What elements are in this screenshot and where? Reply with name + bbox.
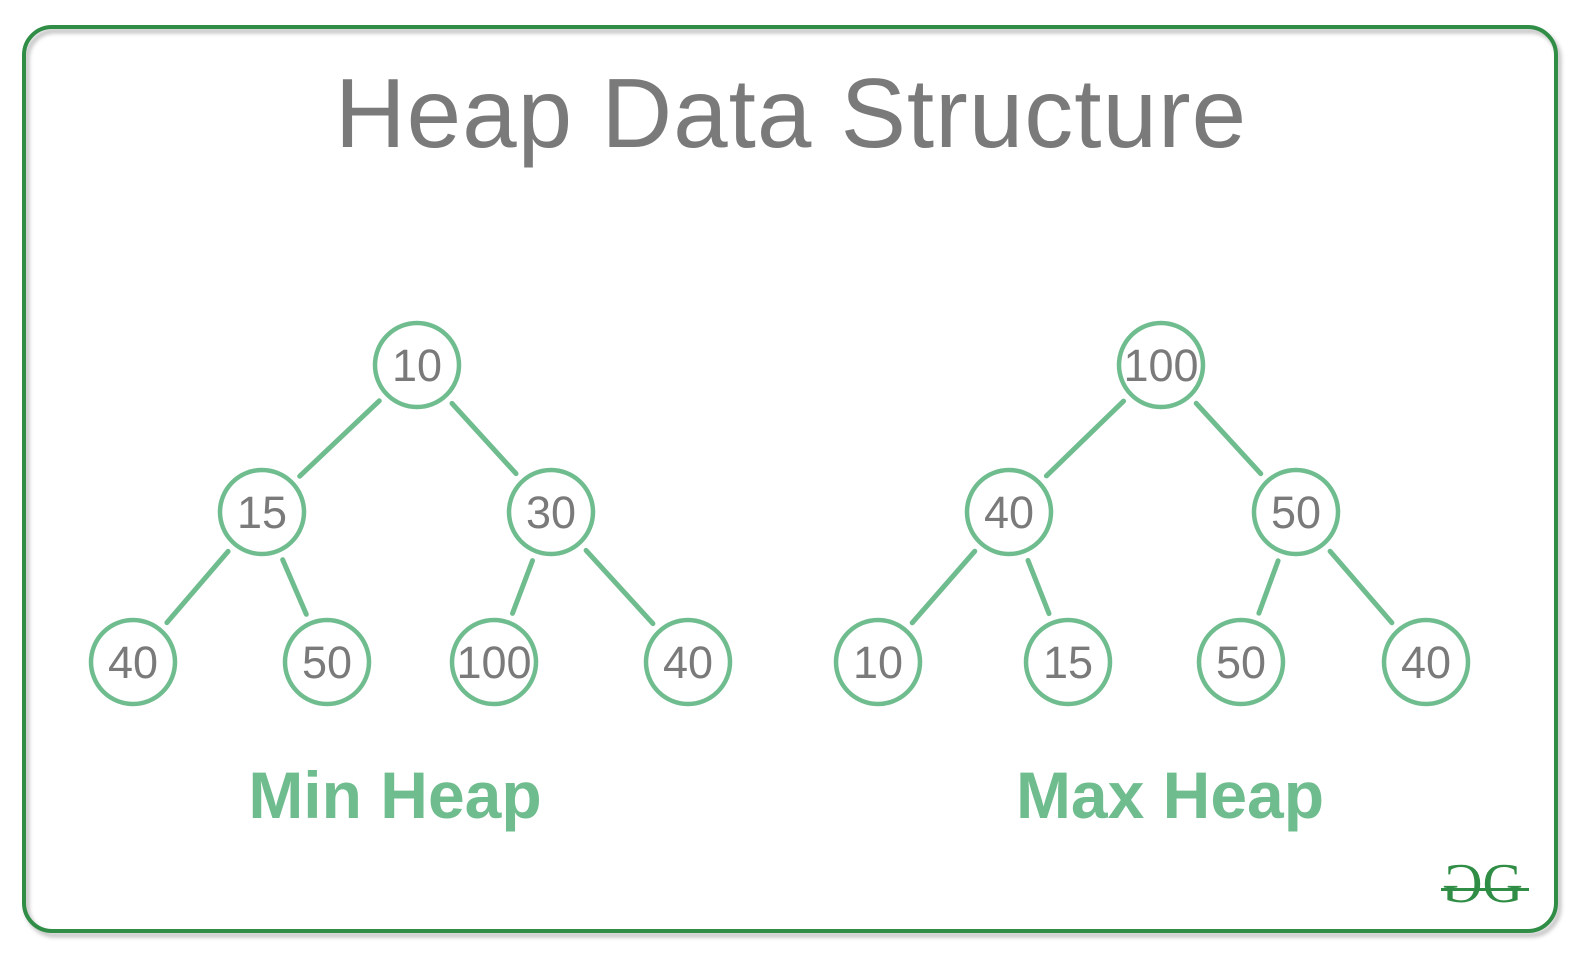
logo-g-letter: G	[1482, 853, 1522, 915]
min-heap: 10 15 30 40 50 100 40	[88, 320, 733, 707]
heap-node-value: 40	[663, 637, 713, 688]
min-heap-node	[449, 617, 539, 707]
logo-strikethrough-line	[1441, 888, 1529, 891]
heap-node-value: 15	[1043, 637, 1093, 688]
tree-edge	[1327, 548, 1395, 626]
heap-node-value: 100	[456, 637, 531, 688]
heap-node-value: 15	[237, 487, 287, 538]
card-border	[22, 25, 1558, 933]
max-heap-node	[964, 467, 1054, 557]
tree-edge	[1256, 558, 1281, 616]
heap-node-value: 40	[1401, 637, 1451, 688]
max-heap-node	[1381, 617, 1471, 707]
min-heap-node	[282, 617, 372, 707]
heap-node-value: 50	[1216, 637, 1266, 688]
max-heap-node	[1116, 320, 1206, 410]
heap-node-value: 40	[984, 487, 1034, 538]
min-heap-node	[217, 467, 307, 557]
min-heap-node	[372, 320, 462, 410]
tree-edge	[449, 400, 519, 477]
page-title: Heap Data Structure	[334, 58, 1248, 168]
heap-node-value: 100	[1123, 340, 1198, 391]
heap-node-value: 40	[108, 637, 158, 688]
heap-node-value: 10	[853, 637, 903, 688]
heap-node-value: 10	[392, 340, 442, 391]
tree-edge	[297, 398, 382, 479]
min-heap-node	[643, 617, 733, 707]
tree-edge	[583, 547, 656, 627]
max-heap-node	[1251, 467, 1341, 557]
tree-edge	[1043, 398, 1127, 479]
tree-edge	[1193, 400, 1264, 477]
logo-g-mirrored-letter: G	[1444, 853, 1483, 915]
heap-node-value: 50	[1271, 487, 1321, 538]
geeksforgeeks-logo: GG	[1441, 853, 1536, 918]
max-heap: 100 40 50 10 15 50 40	[833, 320, 1471, 707]
min-heap-label: Min Heap	[248, 758, 542, 832]
heap-node-value: 30	[526, 487, 576, 538]
max-heap-label: Max Heap	[1015, 758, 1325, 832]
min-heap-node	[506, 467, 596, 557]
max-heap-node	[833, 617, 923, 707]
heap-node-value: 50	[302, 637, 352, 688]
tree-edge	[164, 548, 231, 626]
max-heap-node	[1196, 617, 1286, 707]
tree-edge	[1025, 557, 1052, 617]
tree-edge	[280, 557, 309, 617]
min-heap-node	[88, 617, 178, 707]
max-heap-node	[1023, 617, 1113, 707]
tree-edge	[909, 548, 978, 626]
tree-edge	[510, 558, 535, 616]
